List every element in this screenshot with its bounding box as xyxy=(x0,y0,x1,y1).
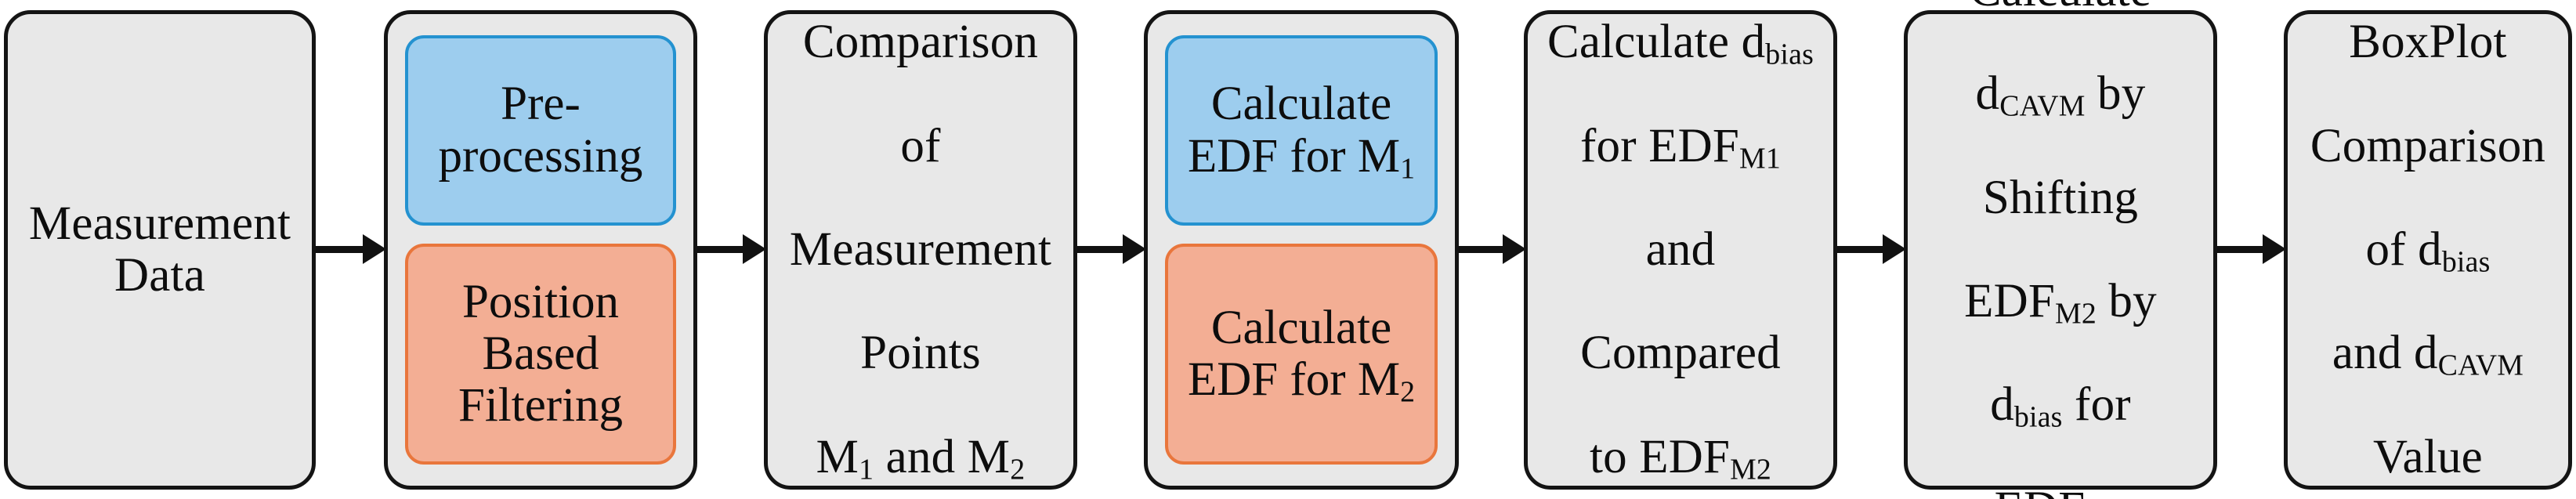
dbias-line-2: for EDFM1 xyxy=(1547,119,1814,175)
m1-subscript: 1 xyxy=(859,452,874,486)
dcavm-dbias-subscript: bias xyxy=(2013,400,2063,434)
dcavm-subscript: CAVM xyxy=(1999,89,2086,123)
node-measurement-data[interactable]: Measurement Data xyxy=(4,10,316,490)
dbias-line-4: Compared xyxy=(1580,327,1781,380)
boxplot-line-3: of dbias xyxy=(2310,222,2545,279)
boxplot-line-1: BoxPlot xyxy=(2349,16,2507,69)
arrow-calculate-edf-to-dbias xyxy=(1459,234,1526,264)
boxplot-line-2: Comparison xyxy=(2310,119,2546,172)
dcavm-line-6: EDFM1 xyxy=(1964,483,2157,499)
dcavm-edf2-text: EDF xyxy=(1995,483,2086,499)
arrow-shaft xyxy=(697,246,744,253)
dcavm-dbias-symbol: d xyxy=(1990,378,2014,432)
dcavm-by-text: by xyxy=(2085,67,2146,121)
comparison-line-2: of xyxy=(900,119,941,172)
dcavm-d-symbol: d xyxy=(1975,67,2000,121)
node-preprocessing-filtering[interactable]: Pre- processing Position Based Filtering xyxy=(384,10,697,490)
arrow-shaft xyxy=(1077,246,1124,253)
subbox-preprocessing[interactable]: Pre- processing xyxy=(405,35,676,226)
edf-m2-subscript: M2 xyxy=(1730,452,1772,486)
arrow-dcavm-to-boxplot xyxy=(2217,234,2286,264)
arrow-dbias-to-dcavm xyxy=(1837,234,1906,264)
arrow-head-icon xyxy=(743,234,766,264)
comparison-line-1: Comparison xyxy=(802,16,1039,69)
arrow-head-icon xyxy=(363,234,386,264)
comparison-line-5: M1 and M2 xyxy=(790,430,1051,486)
arrow-measurement-to-preprocessing xyxy=(316,234,386,264)
subbox-preprocessing-label: Pre- processing xyxy=(438,78,643,183)
dbias-subscript: bias xyxy=(1765,38,1814,71)
edf-m1-subscript: M1 xyxy=(1739,141,1781,175)
arrow-shaft xyxy=(1459,246,1504,253)
dcavm-edf-m2-subscript: M2 xyxy=(2055,297,2097,331)
arrow-preprocessing-to-comparison xyxy=(697,234,766,264)
comparison-line-4: Points xyxy=(860,327,981,380)
and-text: and M xyxy=(874,430,1011,483)
boxplot-of-dbias-text: of d xyxy=(2365,222,2442,276)
node-calculate-dbias-label: Calculate dbias for EDFM1 and Compared t… xyxy=(1536,0,1825,499)
boxplot-and-dcavm-text: and d xyxy=(2332,327,2438,380)
subbox-position-based-filtering[interactable]: Position Based Filtering xyxy=(405,244,676,465)
boxplot-dcavm-subscript: CAVM xyxy=(2437,349,2524,382)
comparison-line-3: Measurement xyxy=(789,222,1052,276)
dbias-line1-text: Calculate d xyxy=(1547,16,1766,69)
dcavm-line-1: Calculate xyxy=(1964,0,2157,16)
calc-edf-m2-subscript: 2 xyxy=(1400,375,1415,409)
arrow-head-icon xyxy=(1883,234,1906,264)
boxplot-line-4: and dCAVM xyxy=(2310,327,2545,382)
arrow-shaft xyxy=(2217,246,2264,253)
node-calculate-dcavm[interactable]: Calculate dCAVM by Shifting EDFM2 by dbi… xyxy=(1904,0,2217,499)
dbias-line2-text: for EDF xyxy=(1580,119,1740,172)
m2-subscript: 2 xyxy=(1010,452,1026,486)
node-boxplot-comparison[interactable]: BoxPlot Comparison of dbias and dCAVM Va… xyxy=(2284,10,2572,490)
node-boxplot-comparison-label: BoxPlot Comparison of dbias and dCAVM Va… xyxy=(2299,0,2556,499)
node-comparison-of-measurement-points[interactable]: Comparison of Measurement Points M1 and … xyxy=(764,10,1077,490)
calc-edf-m2-line1: Calculate xyxy=(1210,301,1392,354)
calc-edf-m1-line2: EDF for M xyxy=(1187,129,1401,183)
dcavm-line-2: dCAVM by xyxy=(1964,67,2157,123)
calc-edf-m2-line2: EDF for M xyxy=(1187,353,1401,406)
dbias-line-5: to EDFM2 xyxy=(1547,430,1814,486)
dcavm-by-text-2: by xyxy=(2096,275,2157,328)
node-comparison-label: Comparison of Measurement Points M1 and … xyxy=(779,0,1062,499)
arrow-shaft xyxy=(1837,246,1884,253)
dbias-line5-text: to EDF xyxy=(1589,430,1731,483)
calc-edf-m1-subscript: 1 xyxy=(1400,151,1415,185)
node-calculate-dbias[interactable]: Calculate dbias for EDFM1 and Compared t… xyxy=(1524,10,1837,490)
dcavm-line-3: Shifting xyxy=(1982,171,2139,224)
arrow-head-icon xyxy=(1503,234,1526,264)
arrow-head-icon xyxy=(1123,234,1146,264)
dbias-line-3: and xyxy=(1645,222,1716,276)
arrow-comparison-to-calculate-edf xyxy=(1077,234,1146,264)
subbox-position-based-filtering-label: Position Based Filtering xyxy=(458,275,624,432)
dbias-line-1: Calculate dbias xyxy=(1547,16,1814,71)
dcavm-for-text: for xyxy=(2062,378,2131,432)
arrow-head-icon xyxy=(2263,234,2286,264)
node-measurement-data-label: Measurement Data xyxy=(28,197,291,302)
boxplot-line-5: Value xyxy=(2373,430,2483,483)
arrow-shaft xyxy=(316,246,364,253)
dcavm-line-4: EDFM2 by xyxy=(1964,275,2157,331)
dcavm-line-5: dbias for xyxy=(1964,378,2157,434)
m1-symbol: M xyxy=(816,430,859,483)
dcavm-edf-text: EDF xyxy=(1964,275,2056,328)
calc-edf-m1-line1: Calculate xyxy=(1210,78,1392,131)
boxplot-dbias-subscript: bias xyxy=(2441,245,2491,279)
node-calculate-dcavm-label: Calculate dCAVM by Shifting EDFM2 by dbi… xyxy=(1953,0,2168,499)
